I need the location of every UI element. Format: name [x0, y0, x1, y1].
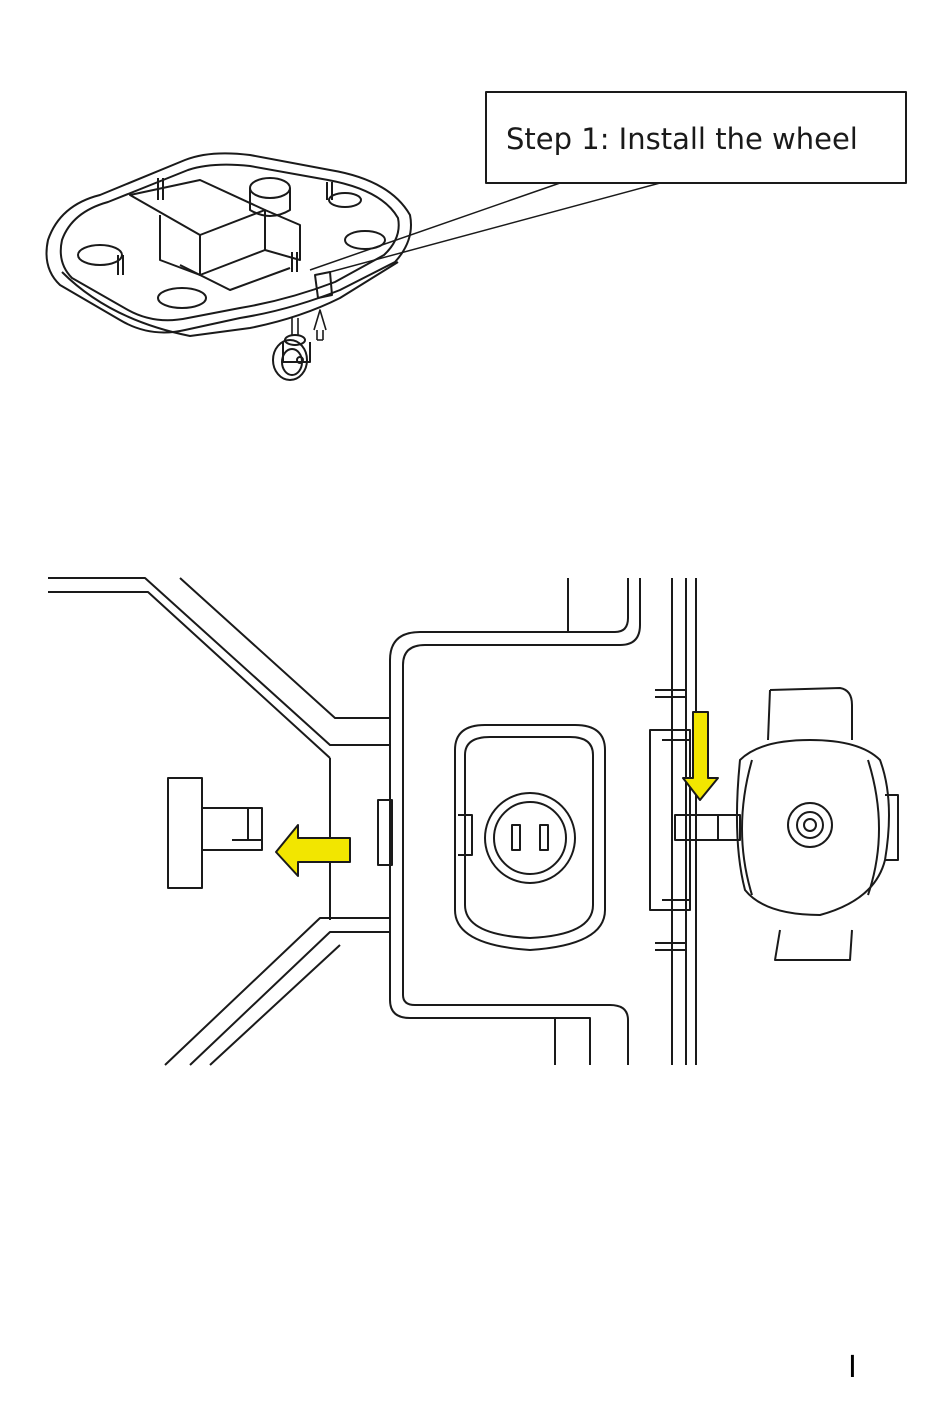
cap-recess	[455, 725, 605, 950]
tray-shell	[62, 262, 398, 336]
callout-leader	[310, 183, 660, 272]
cap-part	[168, 778, 202, 888]
down-arrow-icon	[683, 712, 718, 800]
page-number: I	[848, 1350, 857, 1385]
housing-outer	[390, 578, 628, 660]
base-overview-illustration	[0, 0, 950, 420]
wall-lower	[165, 918, 390, 1065]
socket-outer	[485, 793, 575, 883]
tray-inner-rim	[61, 165, 399, 321]
left-arrow-icon	[276, 825, 350, 876]
wall-upper	[48, 578, 390, 745]
tray-rim	[47, 153, 412, 332]
callout-label: Step 1: Install the wheel	[506, 122, 858, 156]
up-arrow-icon	[314, 310, 326, 340]
wheel-hub	[788, 803, 832, 847]
wheel-body	[737, 740, 889, 915]
wheel-fork	[768, 688, 852, 740]
